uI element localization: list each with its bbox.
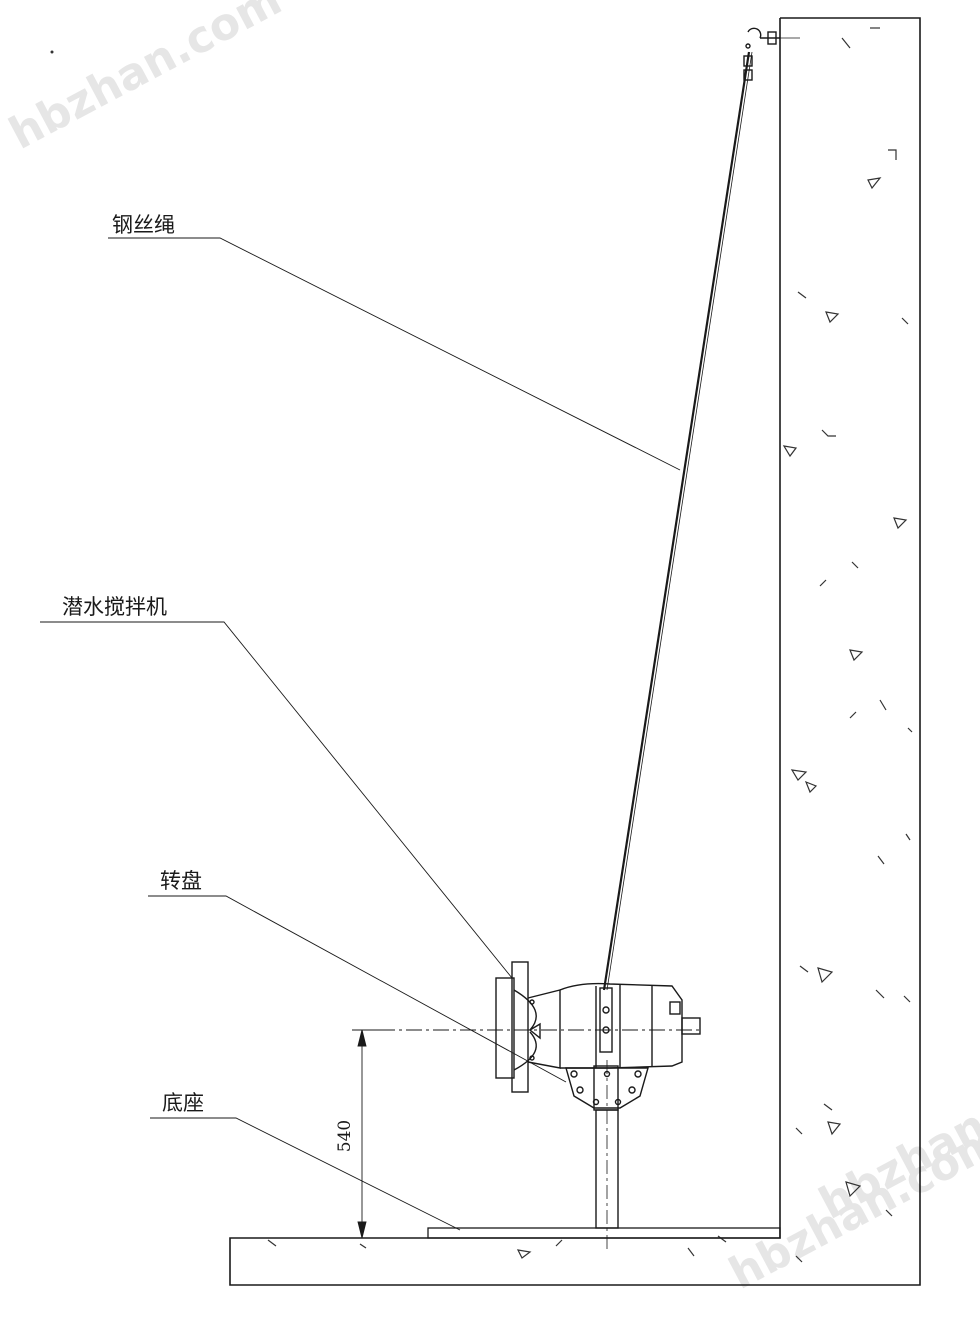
label-submersible-mixer: 潜水搅拌机 — [62, 595, 167, 619]
label-base: 底座 — [162, 1091, 204, 1115]
wire-rope — [602, 51, 753, 991]
submersible-mixer — [495, 961, 701, 1093]
dimension-value: 540 — [335, 1120, 355, 1152]
base-plate — [427, 1227, 781, 1239]
turntable — [565, 1065, 649, 1111]
guide-post — [595, 1060, 619, 1250]
concrete-hatching — [267, 27, 913, 1263]
speck — [50, 50, 54, 54]
label-wire-rope: 钢丝绳 — [112, 213, 175, 237]
watermark-top-left: hbzhan.com — [1, 0, 290, 160]
concrete-wall — [229, 17, 921, 1286]
wall-anchor-hook — [743, 27, 800, 81]
leader-lines — [40, 237, 681, 1231]
label-turntable: 转盘 — [160, 869, 202, 893]
dimension-540 — [352, 1029, 390, 1239]
